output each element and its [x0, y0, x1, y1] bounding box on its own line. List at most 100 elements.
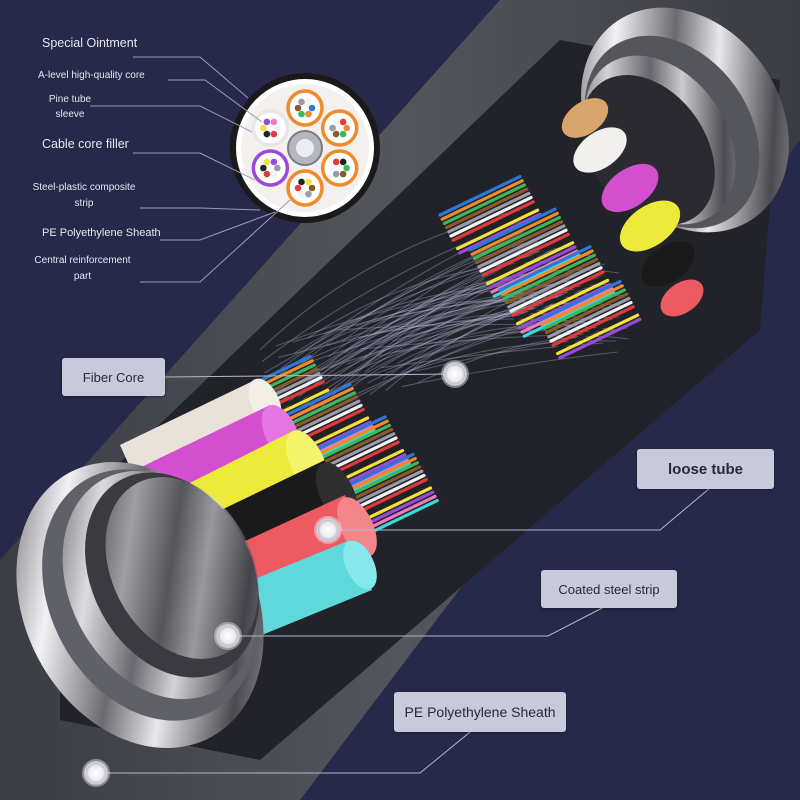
- label-special-ointment: Special Ointment: [42, 36, 138, 50]
- fiber-strand: [558, 317, 642, 360]
- cross-section-tube: [251, 109, 290, 147]
- fiber-strand: [505, 257, 599, 305]
- cross-section-tube: [320, 149, 359, 187]
- fiber-strand: [470, 211, 559, 256]
- fiber-strand: [507, 262, 601, 309]
- label-pine-tube-sleeve: Pine tube sleeve: [45, 92, 95, 122]
- cross-section-fiber: [305, 190, 312, 198]
- loose-tube-dot: [314, 516, 342, 544]
- fiber-strand: [479, 228, 568, 273]
- fiber-strand: [481, 232, 570, 277]
- fiber-strand: [483, 237, 573, 281]
- cross-section-fiber: [332, 170, 340, 178]
- cross-section-fiber: [343, 124, 350, 132]
- label-pe-sheath-legend: PE Polyethylene Sheath: [42, 227, 161, 239]
- fiber-strand: [442, 183, 527, 225]
- cross-section-fiber: [329, 164, 336, 172]
- fiber-strand: [451, 200, 535, 242]
- cross-section-fiber: [263, 130, 271, 138]
- fiber-strand: [445, 187, 529, 230]
- cross-section-tube: [251, 149, 290, 187]
- cross-section-fiber: [298, 178, 305, 186]
- fiber-strand: [472, 216, 562, 260]
- cross-section-fiber: [263, 118, 271, 126]
- fiber-strand: [553, 309, 638, 351]
- legend-leaders: [90, 56, 291, 283]
- fiber-strand: [549, 301, 633, 343]
- cross-section-fiber: [305, 98, 312, 106]
- label-pine-tube-line1: Pine tube: [48, 94, 92, 105]
- cross-section-fiber: [260, 164, 267, 172]
- fiber-strand: [509, 266, 603, 313]
- near-armor-ring: [16, 461, 264, 749]
- label-steel-plastic-strip: Steel-plastic composite strip: [30, 180, 138, 212]
- fiber-strand: [477, 224, 566, 269]
- cross-section-tube: [286, 169, 324, 207]
- fiber-strand: [502, 253, 597, 300]
- label-steel-plastic-line2: strip: [74, 198, 94, 209]
- fiber-strand: [515, 278, 610, 326]
- fiber-strand: [500, 249, 594, 296]
- fiber-strand: [468, 207, 557, 252]
- callout-leaders: [96, 373, 711, 774]
- cross-section-fiber: [298, 110, 305, 118]
- fiber-strand: [542, 288, 627, 330]
- fiber-strand: [475, 220, 564, 265]
- callout-dots: [82, 360, 469, 787]
- label-central-reinf-line2: part: [73, 271, 92, 282]
- cross-section-tube: [320, 109, 359, 147]
- fiber-strand: [488, 245, 577, 290]
- fiber-strand: [522, 291, 616, 338]
- cross-section-fiber: [339, 118, 347, 126]
- fiber-strand: [447, 191, 531, 234]
- cross-section-fiber: [274, 124, 281, 132]
- cross-section-fiber: [308, 184, 316, 192]
- label-pine-tube-line2: sleeve: [55, 109, 85, 120]
- cross-section-inset: [230, 73, 380, 223]
- label-central-reinforcement: Central reinforcement part: [30, 253, 135, 285]
- coated-steel-strip-dot: [214, 622, 242, 650]
- cross-section-fiber: [270, 170, 278, 178]
- callout-coated-steel-strip: Coated steel strip: [541, 570, 677, 608]
- cross-section-fiber: [305, 110, 312, 118]
- label-steel-plastic-line1: Steel-plastic composite: [32, 182, 136, 193]
- cross-section-fiber: [343, 164, 350, 172]
- glass-fiber: [264, 231, 524, 374]
- cross-section-fiber: [274, 164, 281, 172]
- fiber-strand: [551, 305, 635, 347]
- fiber-strand: [490, 249, 579, 294]
- cross-section-fiber: [270, 130, 278, 138]
- fiber-strand: [547, 296, 631, 339]
- cross-section-fiber: [339, 130, 347, 138]
- fiber-strand: [513, 274, 608, 321]
- cross-section-fiber: [332, 130, 340, 138]
- fiber-strand: [438, 175, 522, 217]
- glass-fiber: [278, 297, 533, 358]
- cross-section-fiber: [305, 178, 312, 186]
- cross-section-fiber: [332, 118, 340, 126]
- callout-fiber-core: Fiber Core: [62, 358, 165, 396]
- cross-section-fiber: [270, 158, 278, 166]
- cross-section-fiber: [339, 158, 347, 166]
- fiber-strand: [544, 292, 629, 335]
- cross-section-fiber: [339, 170, 347, 178]
- cross-section-fiber: [260, 124, 267, 132]
- cross-section-fiber: [332, 158, 340, 166]
- cross-section-fiber: [308, 104, 316, 112]
- cross-section-fiber: [298, 190, 305, 198]
- cross-section-fiber: [263, 158, 271, 166]
- fiber-strand: [492, 253, 581, 298]
- fiber-strand: [440, 179, 524, 221]
- callout-pe-sheath: PE Polyethylene Sheath: [394, 692, 566, 732]
- fiber-strand: [449, 196, 533, 238]
- fiber-strand: [486, 241, 575, 286]
- cross-section-fiber: [270, 118, 278, 126]
- cross-section-fiber: [298, 98, 305, 106]
- cross-section-fiber: [294, 104, 302, 112]
- callout-loose-tube: loose tube: [637, 449, 774, 489]
- fiber-strand: [555, 313, 640, 356]
- fiber-strand: [540, 284, 624, 326]
- label-a-level-core: A-level high-quality core: [38, 70, 145, 81]
